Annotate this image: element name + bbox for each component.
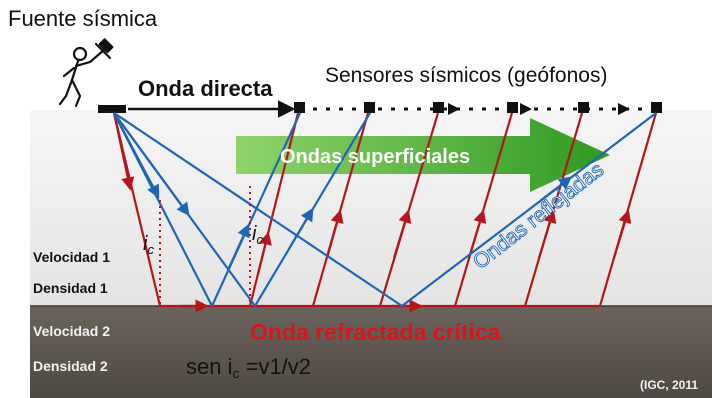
geophone-square-icon xyxy=(507,102,518,113)
direct-wave-arrowhead-2 xyxy=(520,103,532,115)
source-point xyxy=(98,105,126,113)
critical-angle-formula: sen ic =v1/v2 xyxy=(186,354,311,381)
velocity-2-label: Velocidad 2 xyxy=(33,323,110,339)
geophone-square-icon xyxy=(578,102,589,113)
sensors-label: Sensores sísmicos (geófonos) xyxy=(325,64,607,87)
surface-waves-arrow xyxy=(236,118,610,192)
critical-angle-label-2: ic xyxy=(252,223,263,247)
geophone-square-icon xyxy=(651,102,662,113)
geophone-square-icon xyxy=(364,102,375,113)
geophone-square-icon xyxy=(433,102,444,113)
geophone-square-icon xyxy=(294,102,305,113)
geophones xyxy=(294,102,662,113)
refracted-rays xyxy=(112,112,658,313)
density-2-label: Densidad 2 xyxy=(33,358,108,374)
velocity-1-label: Velocidad 1 xyxy=(33,249,110,265)
credit-label: (IGC, 2011 xyxy=(640,378,698,392)
density-1-label: Densidad 1 xyxy=(33,280,108,296)
direct-wave-arrowhead-1 xyxy=(448,103,460,115)
reflected-rays xyxy=(113,112,657,307)
normal-lines xyxy=(159,186,251,306)
refracted-wave-label: Onda refractada crítica xyxy=(250,319,501,345)
source-label: Fuente sísmica xyxy=(8,6,158,31)
direct-wave-arrowhead-3 xyxy=(618,103,630,115)
direct-wave-label: Onda directa xyxy=(138,76,273,101)
critical-angle-label-1: ic xyxy=(143,233,154,257)
person-with-sledgehammer-icon xyxy=(58,38,114,108)
layer-2 xyxy=(30,306,712,398)
surface-waves-label: Ondas superficiales xyxy=(280,146,470,168)
